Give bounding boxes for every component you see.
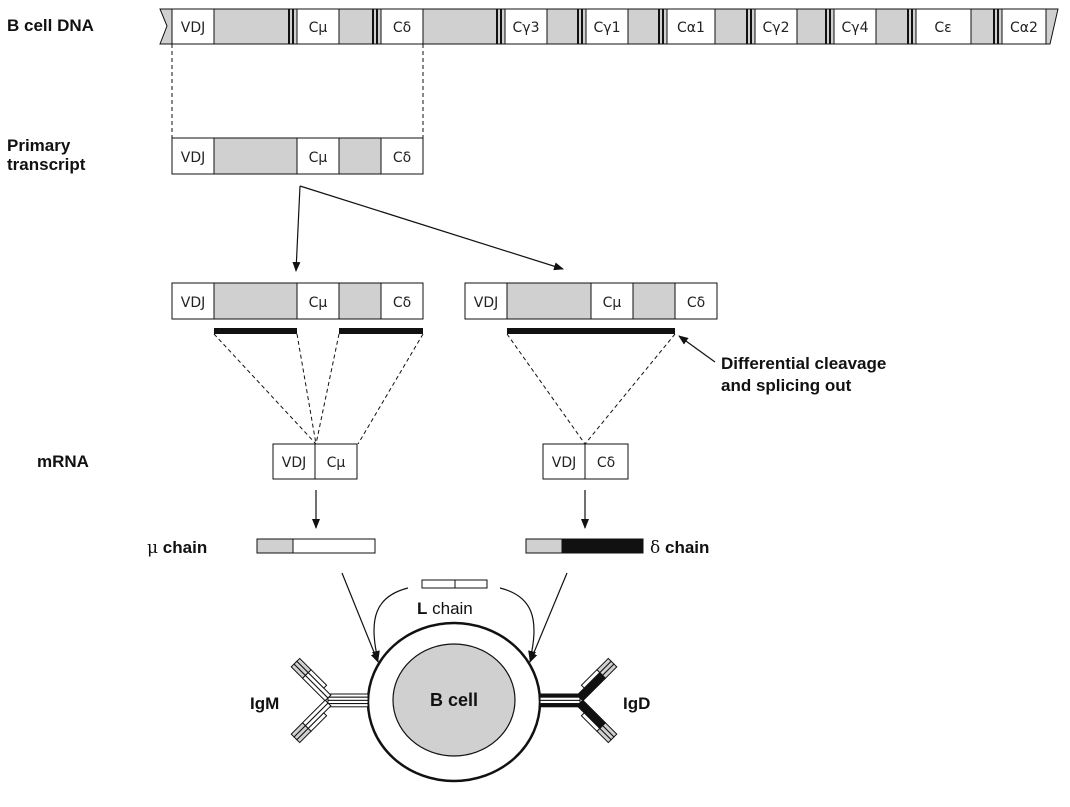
dna-segment-cmu	[296, 8, 340, 45]
delta-symbol: δ	[650, 538, 661, 558]
label-primary-transcript-line2: transcript	[7, 155, 86, 174]
mu-splice-label-cmu: Cμ	[309, 295, 328, 311]
label-l-chain: L chain	[417, 599, 473, 618]
label-mrna: mRNA	[37, 452, 89, 471]
mrna-delta-label-vdj: VDJ	[552, 455, 577, 471]
dna-label-cdelta: Cδ	[393, 20, 411, 36]
dna-label-calpha2: Cα2	[1010, 20, 1038, 36]
mu-splice-label-vdj: VDJ	[181, 295, 206, 311]
b-cell-nucleus	[392, 643, 516, 757]
mu-chain-word: chain	[162, 538, 208, 557]
delta-chain-word: chain	[664, 538, 710, 557]
dna-segment-cgamma2	[754, 8, 798, 45]
pt-label-vdj: VDJ	[181, 150, 206, 166]
dna-label-cgamma3: Cγ3	[513, 20, 540, 36]
primary-transcript: VDJ Cμ Cδ	[171, 137, 424, 175]
dna-segment-calpha2	[1001, 8, 1047, 45]
igm-antibody	[290, 657, 369, 744]
pt-segment-vdj	[171, 137, 215, 175]
label-cleavage-line2: and splicing out	[721, 376, 852, 395]
excised-region-3	[507, 328, 675, 334]
label-delta-chain: δ chain	[650, 538, 709, 558]
light-chain-bar	[421, 579, 488, 589]
pt-label-cdelta: Cδ	[393, 150, 411, 166]
assembly-arrows	[341, 572, 568, 663]
igd-antibody	[539, 657, 618, 744]
label-cleavage-line1: Differential cleavage	[721, 354, 887, 373]
dna-label-vdj: VDJ	[181, 20, 206, 36]
dna-label-cepsilon: Cε	[934, 20, 951, 36]
excised-region-1	[214, 328, 297, 334]
label-mu-chain: μ chain	[147, 538, 207, 558]
dna-segment-vdj	[171, 8, 215, 45]
dna-label-cgamma4: Cγ4	[842, 20, 869, 36]
splice-option-mu: VDJ Cμ Cδ	[171, 282, 424, 445]
arrow-to-mu-splice	[292, 185, 301, 272]
dna-segment-cgamma4	[833, 8, 877, 45]
dna-label-cgamma1: Cγ1	[594, 20, 621, 36]
mrna-mu-label-vdj: VDJ	[282, 455, 307, 471]
delta-splice-label-cmu: Cμ	[603, 295, 622, 311]
switch-region-markers	[288, 9, 999, 44]
pt-segment-cdelta	[380, 137, 424, 175]
b-cell-label: B cell	[430, 690, 478, 710]
mu-splice-label-cdelta: Cδ	[393, 295, 411, 311]
label-b-cell-dna: B cell DNA	[7, 16, 94, 35]
excised-region-2	[339, 328, 423, 334]
l-letter: L	[417, 599, 428, 618]
delta-chain-bar	[525, 538, 644, 554]
mrna-delta-label-cdelta: Cδ	[597, 455, 615, 471]
pt-segment-cmu	[296, 137, 340, 175]
dna-label-calpha1: Cα1	[677, 20, 705, 36]
dna-segment-cdelta	[380, 8, 424, 45]
label-igd: IgD	[623, 694, 651, 713]
label-igm: IgM	[250, 694, 280, 713]
mrna-delta: VDJ Cδ	[542, 443, 629, 480]
delta-splice-label-vdj: VDJ	[474, 295, 499, 311]
l-chain-word: chain	[432, 599, 473, 618]
splice-option-delta: VDJ Cμ Cδ	[464, 282, 718, 445]
dna-segment-cepsilon	[915, 8, 972, 45]
pt-label-cmu: Cμ	[309, 150, 328, 166]
dna-segment-cgamma3	[504, 8, 548, 45]
mu-symbol: μ	[147, 538, 159, 558]
dna-label-cmu: Cμ	[309, 20, 328, 36]
cleavage-pointer-arrow	[678, 335, 716, 363]
splicing-arrows	[292, 185, 564, 272]
b-cell: B cell	[366, 621, 542, 783]
dna-strand: VDJ Cμ Cδ Cγ3 Cγ1 Cα1 Cγ2 Cγ4 Cε Cα2	[159, 8, 1059, 45]
mrna-mu: VDJ Cμ	[272, 443, 358, 480]
transcription-guides	[171, 44, 424, 138]
mu-chain-bar	[256, 538, 376, 554]
dna-label-cgamma2: Cγ2	[763, 20, 790, 36]
dna-segment-calpha1	[666, 8, 716, 45]
arrow-to-delta-splice	[299, 185, 564, 271]
mrna-mu-label-cmu: Cμ	[327, 455, 346, 471]
label-primary-transcript-line1: Primary	[7, 136, 71, 155]
dna-segment-cgamma1	[585, 8, 629, 45]
delta-splice-label-cdelta: Cδ	[687, 295, 705, 311]
